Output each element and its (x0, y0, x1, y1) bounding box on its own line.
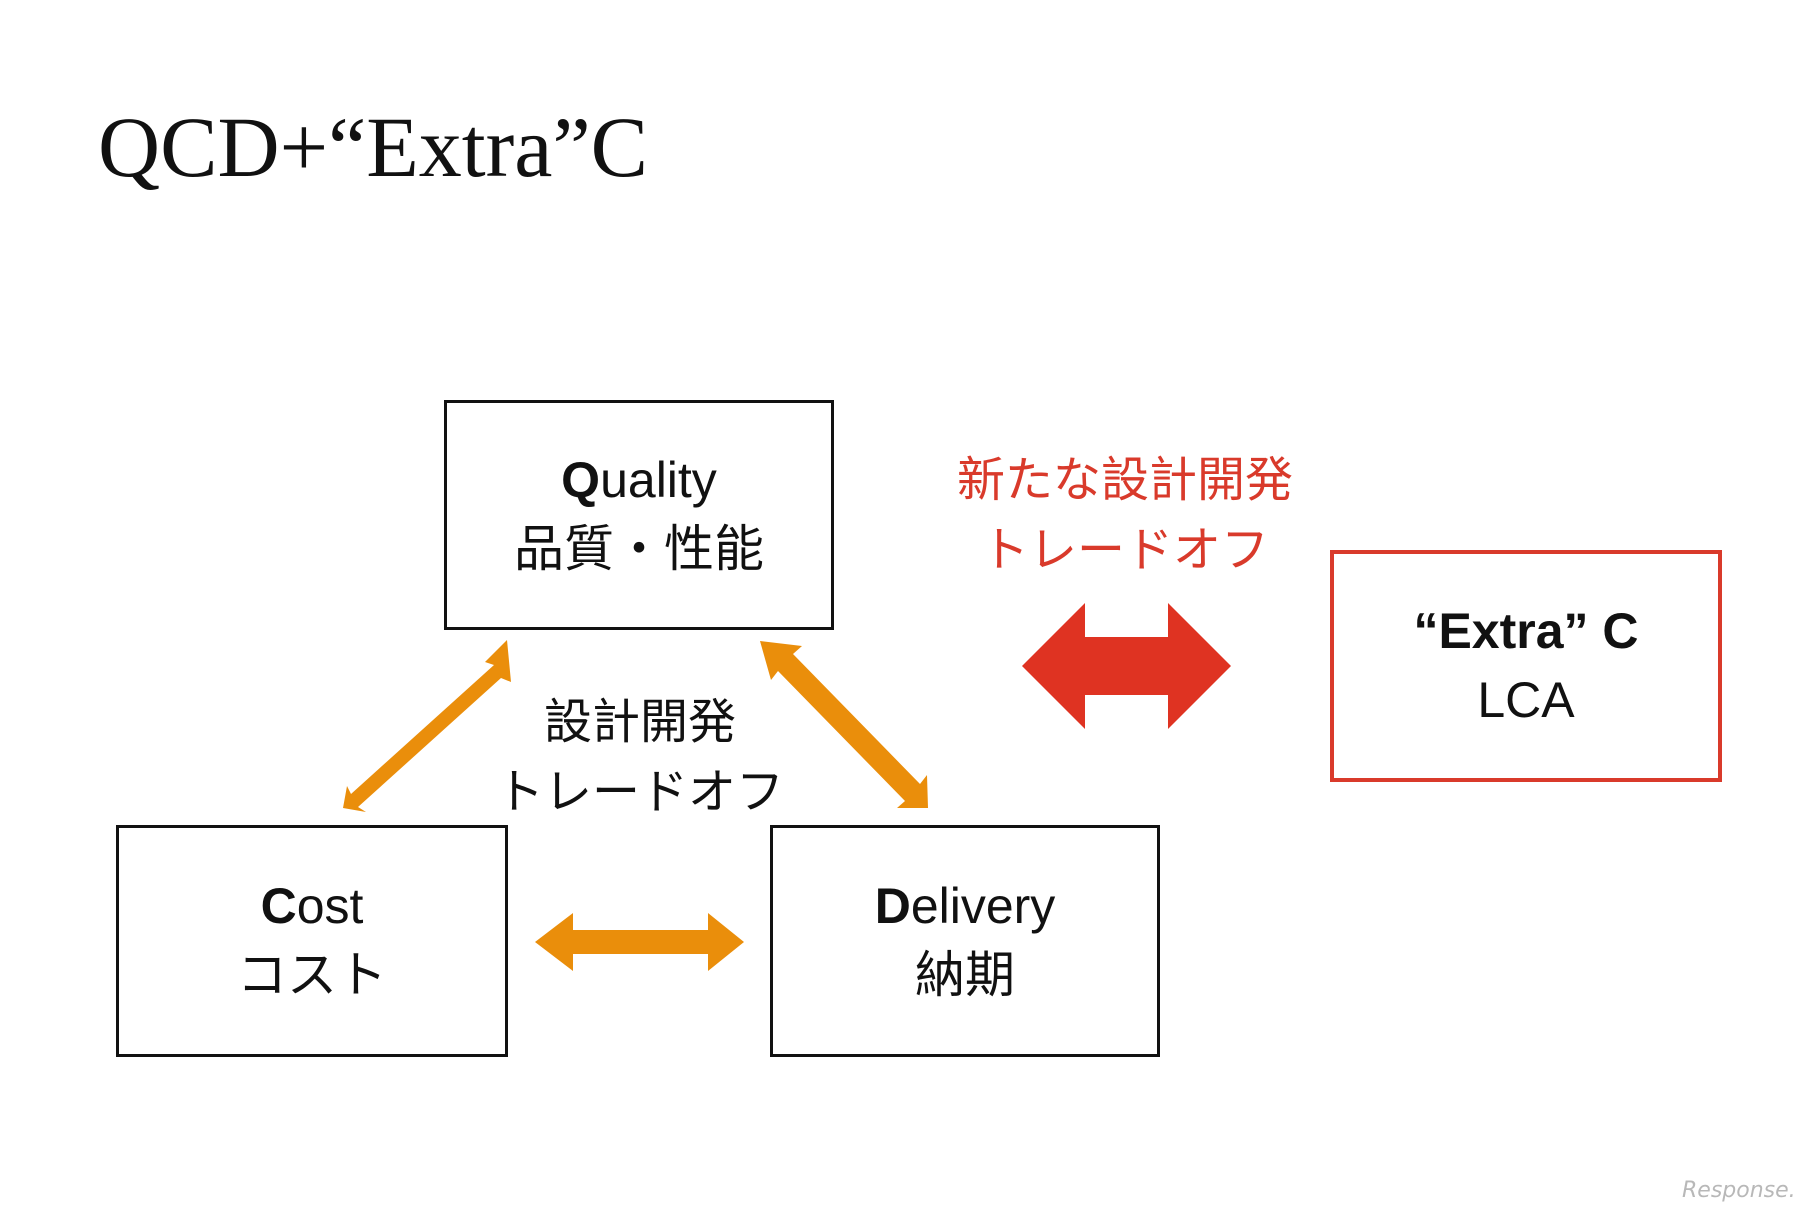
quality-subtitle: 品質・性能 (514, 521, 764, 577)
delivery-box: Delivery 納期 (770, 825, 1160, 1057)
arrow-quality-cost (343, 640, 511, 812)
watermark-logo: Response. (1682, 1178, 1796, 1203)
tradeoff-caption: 設計開発 トレードオフ (480, 688, 800, 827)
quality-box: Quality 品質・性能 (444, 400, 834, 630)
extra-c-box: “Extra” C LCA (1330, 550, 1722, 782)
arrow-cost-delivery (535, 913, 744, 971)
new-tradeoff-caption: 新たな設計開発 トレードオフ (930, 446, 1320, 585)
extra-c-title: “Extra” C (1413, 602, 1639, 659)
delivery-label: Delivery (875, 878, 1056, 936)
quality-rest: uality (600, 451, 717, 508)
delivery-rest: elivery (910, 877, 1056, 934)
cost-label: Cost (261, 878, 364, 936)
extra-c-subtitle: LCA (1477, 672, 1575, 728)
quality-initial: Q (561, 451, 601, 508)
quality-label: Quality (561, 452, 717, 510)
arrow-extra-tradeoff (1022, 603, 1231, 729)
delivery-initial: D (874, 877, 911, 934)
new-tradeoff-caption-line1: 新たな設計開発 (956, 454, 1293, 507)
tradeoff-caption-line1: 設計開発 (543, 696, 736, 749)
tradeoff-caption-line2: トレードオフ (495, 765, 784, 819)
cost-rest: ost (296, 877, 364, 934)
cost-subtitle: コスト (237, 947, 387, 1003)
cost-box: Cost コスト (116, 825, 508, 1057)
cost-initial: C (260, 877, 297, 934)
arrow-quality-delivery (760, 641, 928, 808)
delivery-subtitle: 納期 (915, 947, 1015, 1003)
new-tradeoff-caption-line2: トレードオフ (980, 523, 1269, 577)
slide-title: QCD+“Extra”C (98, 99, 649, 195)
